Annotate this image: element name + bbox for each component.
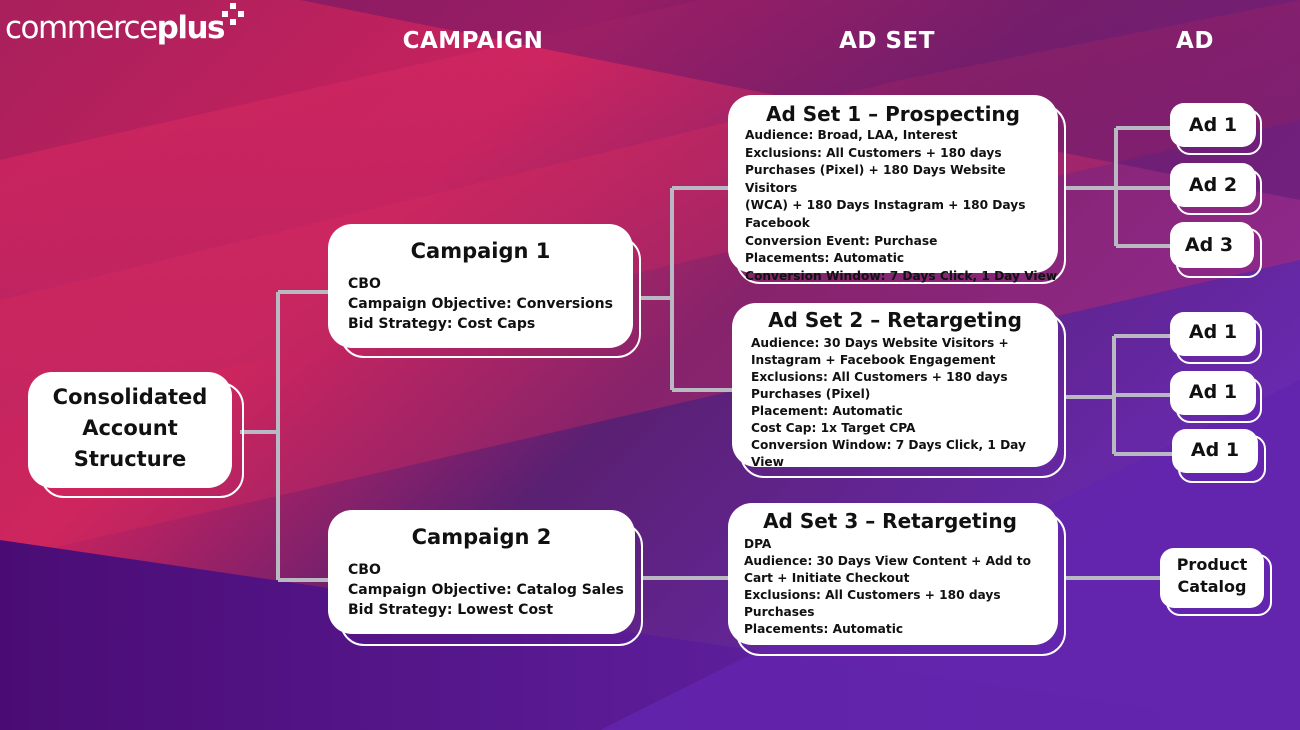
ad-set-1-title: Ad Set 1 – Prospecting: [766, 102, 1020, 126]
ad-set-1-card: Ad Set 1 – Prospecting Audience: Broad, …: [728, 95, 1058, 283]
ad-box: Ad 1: [1170, 103, 1256, 147]
ad-set-3-line: Exclusions: All Customers + 180 days: [744, 588, 1001, 602]
campaign-1-line: Bid Strategy: Cost Caps: [348, 316, 536, 332]
campaign-1-details: CBO Campaign Objective: Conversions Bid …: [328, 274, 633, 334]
header-ad: AD: [1176, 28, 1214, 54]
ad-set-1-line: Conversion Event: Purchase: [745, 233, 938, 248]
campaign-2-line: Campaign Objective: Catalog Sales: [348, 582, 624, 598]
ad-set-2-line: Cost Cap: 1x Target CPA: [751, 421, 916, 435]
ad-set-1-line: Exclusions: All Customers + 180 days: [745, 145, 1002, 160]
root-card: Consolidated Account Structure: [28, 372, 232, 488]
logo-text-light: commerce: [5, 10, 158, 46]
ad-set-1-details: Audience: Broad, LAA, Interest Exclusion…: [745, 127, 1058, 285]
ad-box: Ad 1: [1172, 429, 1258, 473]
ad-set-3-line: Audience: 30 Days View Content + Add to: [744, 554, 1031, 568]
ad-label: Ad 1: [1190, 439, 1240, 461]
ad-set-3-line: DPA: [744, 537, 772, 551]
ad-set-2-line: Purchases (Pixel): [751, 387, 871, 401]
ad-box: Ad 2: [1170, 163, 1256, 207]
ad-set-2-details: Audience: 30 Days Website Visitors + Ins…: [751, 335, 1058, 471]
ad-box: Ad 3: [1170, 222, 1254, 268]
header-campaign: CAMPAIGN: [402, 28, 544, 54]
ad-label: Ad 1: [1188, 321, 1238, 343]
ad-label: Ad 1: [1188, 114, 1238, 136]
ad-box: Ad 1: [1170, 312, 1256, 356]
ad-set-3-line: Purchases: [744, 605, 815, 619]
ad-set-2-title: Ad Set 2 – Retargeting: [768, 308, 1022, 332]
root-label-line: Structure: [73, 447, 187, 471]
product-catalog-box: Product Catalog: [1160, 548, 1264, 608]
ad-set-3-card: Ad Set 3 – Retargeting DPA Audience: 30 …: [728, 503, 1058, 645]
commerceplus-logo: commerceplus: [5, 8, 226, 48]
root-label-line: Consolidated: [52, 385, 208, 409]
ad-set-2-line: Exclusions: All Customers + 180 days: [751, 370, 1008, 384]
ad-set-2-card: Ad Set 2 – Retargeting Audience: 30 Days…: [732, 303, 1058, 469]
header-ad-set: AD SET: [839, 28, 935, 54]
ad-set-1-line: Placements: Automatic: [745, 251, 905, 266]
root-connector: [240, 290, 330, 582]
campaign-2-title: Campaign 2: [411, 525, 552, 549]
ad-set-3-details: DPA Audience: 30 Days View Content + Add…: [744, 536, 1058, 638]
campaign-2-line: Bid Strategy: Lowest Cost: [348, 602, 554, 618]
ad-set-1-line: (WCA) + 180 Days Instagram + 180 Days: [745, 198, 1026, 213]
ad-label: Ad 1: [1188, 381, 1238, 403]
root-label: Consolidated Account Structure: [28, 382, 232, 475]
ad-set-1-line: Facebook: [745, 215, 810, 230]
campaign-1-card: Campaign 1 CBO Campaign Objective: Conve…: [328, 224, 633, 348]
ad-label: Ad 2: [1188, 174, 1238, 196]
ad-set-2-line: Audience: 30 Days Website Visitors +: [751, 336, 1009, 350]
ad-set-2-line: Placement: Automatic: [751, 404, 903, 418]
campaign-2-details: CBO Campaign Objective: Catalog Sales Bi…: [328, 560, 635, 620]
campaign-1-title: Campaign 1: [410, 239, 551, 263]
campaign-2-card: Campaign 2 CBO Campaign Objective: Catal…: [328, 510, 635, 634]
campaign1-connector: [640, 186, 736, 392]
adset2-connector: [1066, 334, 1172, 456]
ad-label: Ad 3: [1184, 234, 1234, 256]
catalog-label-line: Product: [1176, 555, 1248, 574]
ad-set-2-line: Conversion Window: 7 Days Click, 1 Day V…: [751, 438, 1026, 469]
root-label-line: Account: [82, 416, 178, 440]
campaign-1-line: CBO: [348, 276, 381, 292]
logo-plus-icon: [222, 3, 244, 25]
ad-set-1-line: Conversion Window: 7 Days Click, 1 Day V…: [745, 268, 1058, 283]
ad-set-3-line: Placements: Automatic: [744, 622, 904, 636]
adset1-connector: [1066, 126, 1172, 248]
ad-box: Ad 1: [1170, 371, 1256, 415]
catalog-label-line: Catalog: [1177, 577, 1247, 596]
ad-set-2-line: Instagram + Facebook Engagement: [751, 353, 996, 367]
ad-set-1-line: Purchases (Pixel) + 180 Days Website Vis…: [745, 163, 1006, 195]
ad-set-1-line: Audience: Broad, LAA, Interest: [745, 128, 958, 142]
ad-set-3-title: Ad Set 3 – Retargeting: [763, 509, 1017, 533]
logo-text-bold: plus: [156, 10, 226, 46]
campaign-1-line: Campaign Objective: Conversions: [348, 296, 613, 312]
campaign-2-line: CBO: [348, 562, 381, 578]
ad-set-3-line: Cart + Initiate Checkout: [744, 571, 910, 585]
